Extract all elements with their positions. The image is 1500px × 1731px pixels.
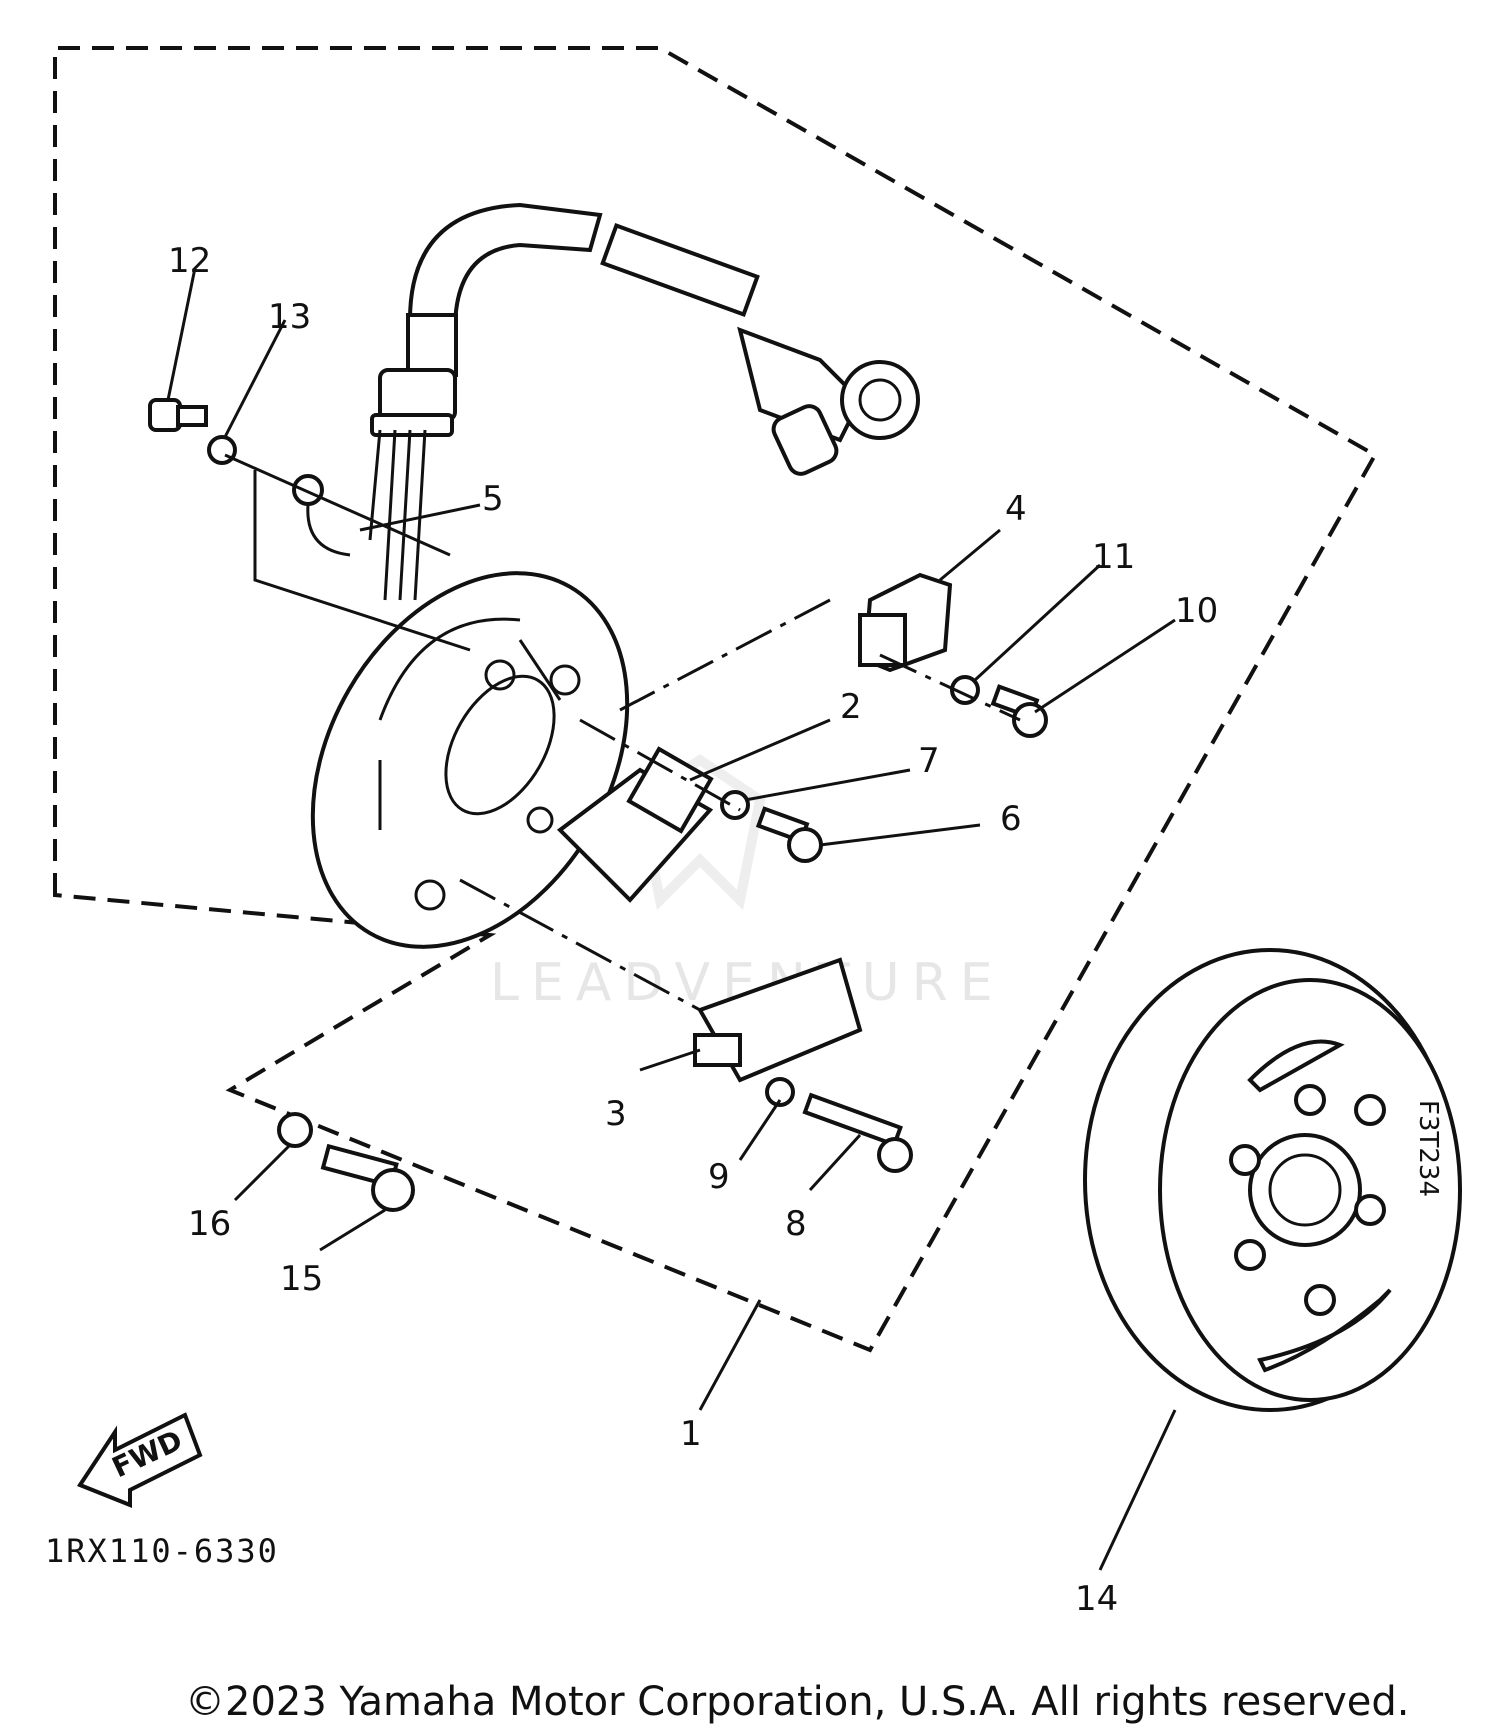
callout-11: 11 bbox=[1092, 537, 1135, 577]
coil-2 bbox=[556, 746, 714, 903]
screw-10 bbox=[990, 684, 1048, 738]
bolt-12 bbox=[148, 398, 208, 432]
callout-5: 5 bbox=[482, 479, 504, 519]
callout-3: 3 bbox=[605, 1094, 627, 1134]
screw-6 bbox=[755, 806, 823, 863]
callout-4: 4 bbox=[1005, 489, 1027, 529]
screw-8 bbox=[802, 1092, 913, 1173]
wire-harness bbox=[368, 202, 920, 601]
callout-2: 2 bbox=[840, 687, 862, 727]
callout-13: 13 bbox=[268, 297, 311, 337]
leader-lines bbox=[166, 267, 1177, 1571]
callout-10: 10 bbox=[1175, 591, 1218, 631]
callout-15: 15 bbox=[280, 1259, 323, 1299]
callout-8: 8 bbox=[785, 1204, 807, 1244]
fwd-arrow-icon: FWD bbox=[76, 1412, 203, 1508]
flywheel-mark: F3T234 bbox=[1413, 1100, 1443, 1197]
flywheel-14: F3T234 bbox=[1083, 948, 1462, 1412]
coil-3 bbox=[693, 957, 863, 1083]
callout-7: 7 bbox=[918, 741, 940, 781]
pickup-coil-4 bbox=[858, 572, 953, 673]
assembly-boundary bbox=[53, 46, 1378, 1353]
callout-6: 6 bbox=[1000, 799, 1022, 839]
washer-9 bbox=[765, 1077, 795, 1107]
callout-9: 9 bbox=[708, 1157, 730, 1197]
ground-terminal bbox=[292, 474, 324, 506]
ground-lead bbox=[253, 470, 471, 652]
callout-14: 14 bbox=[1075, 1579, 1118, 1619]
stator-plate bbox=[310, 571, 630, 949]
callouts: 2 3 4 5 6 7 8 9 10 11 12 13 14 15 16 1 bbox=[168, 241, 1218, 1619]
screw-15 bbox=[320, 1143, 415, 1212]
washer-7 bbox=[720, 790, 750, 820]
callout-1: 1 bbox=[680, 1414, 702, 1454]
diagram-code: 1RX110-6330 bbox=[45, 1532, 279, 1570]
callout-16: 16 bbox=[188, 1204, 231, 1244]
washer-16 bbox=[277, 1112, 313, 1148]
callout-12: 12 bbox=[168, 241, 211, 281]
copyright-text: ©2023 Yamaha Motor Corporation, U.S.A. A… bbox=[185, 1679, 1410, 1725]
